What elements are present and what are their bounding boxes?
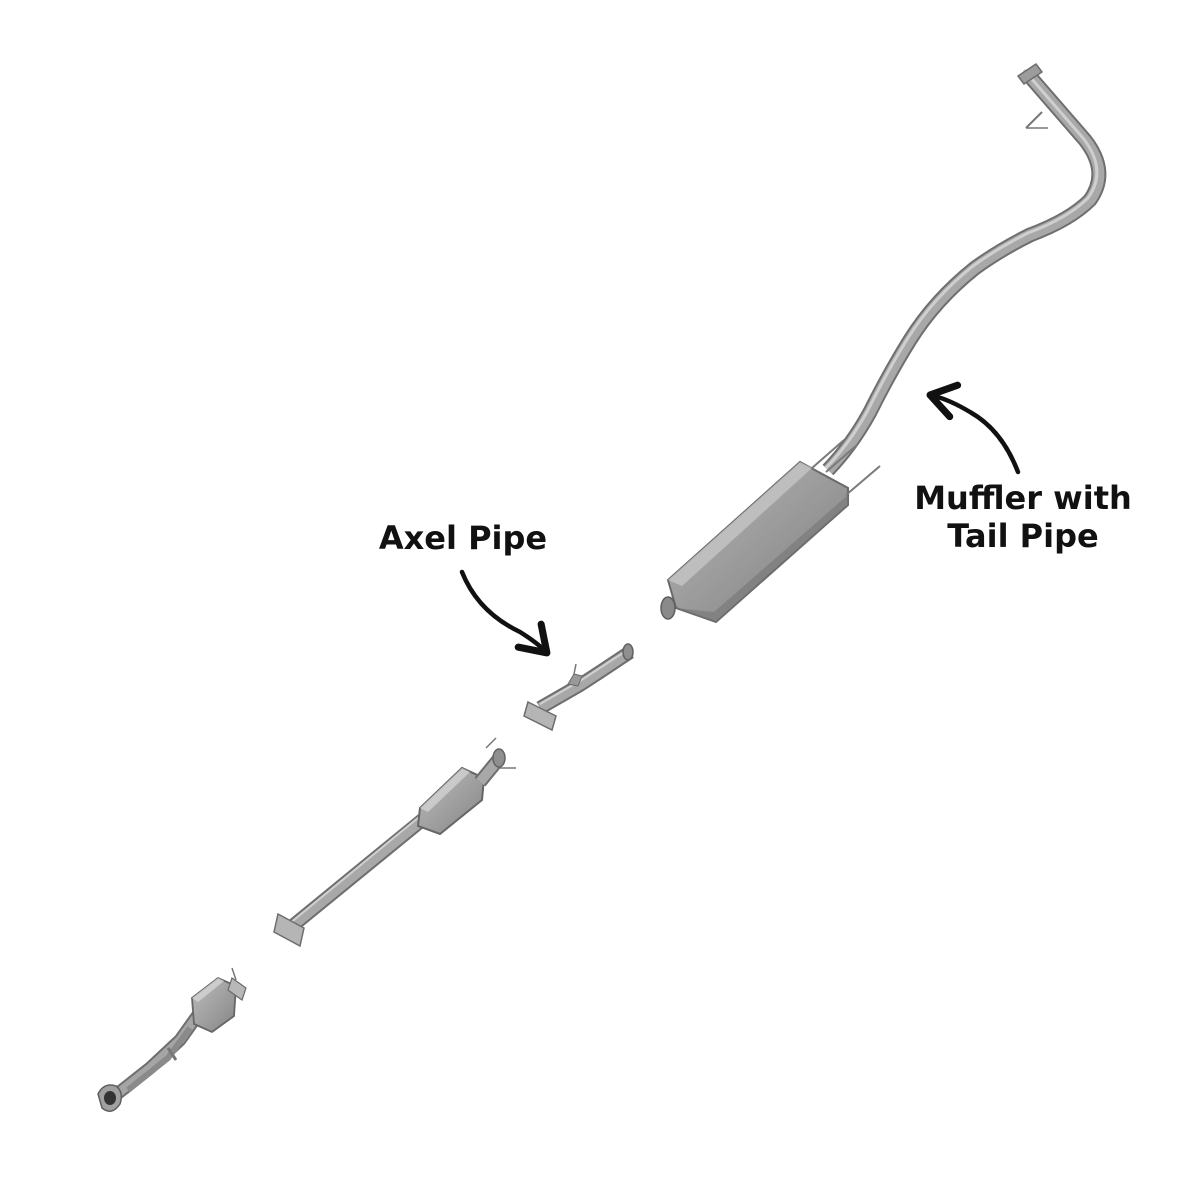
front-pipe	[97, 967, 247, 1112]
muffler-body	[666, 460, 849, 624]
muffler-label-line1: Muffler with	[914, 479, 1132, 517]
muffler-label: Muffler with Tail Pipe	[900, 479, 1146, 555]
axel-pipe	[523, 643, 634, 732]
axel-pipe-label: Axel Pipe	[372, 519, 554, 557]
catalytic-converter-pipe	[273, 737, 516, 948]
muffler-arrow	[926, 381, 1021, 475]
muffler-label-line2: Tail Pipe	[947, 517, 1099, 555]
muffler-with-tail-pipe	[660, 62, 1107, 624]
axel-pipe-label-text: Axel Pipe	[378, 519, 548, 557]
axel-pipe-arrow	[459, 569, 551, 657]
